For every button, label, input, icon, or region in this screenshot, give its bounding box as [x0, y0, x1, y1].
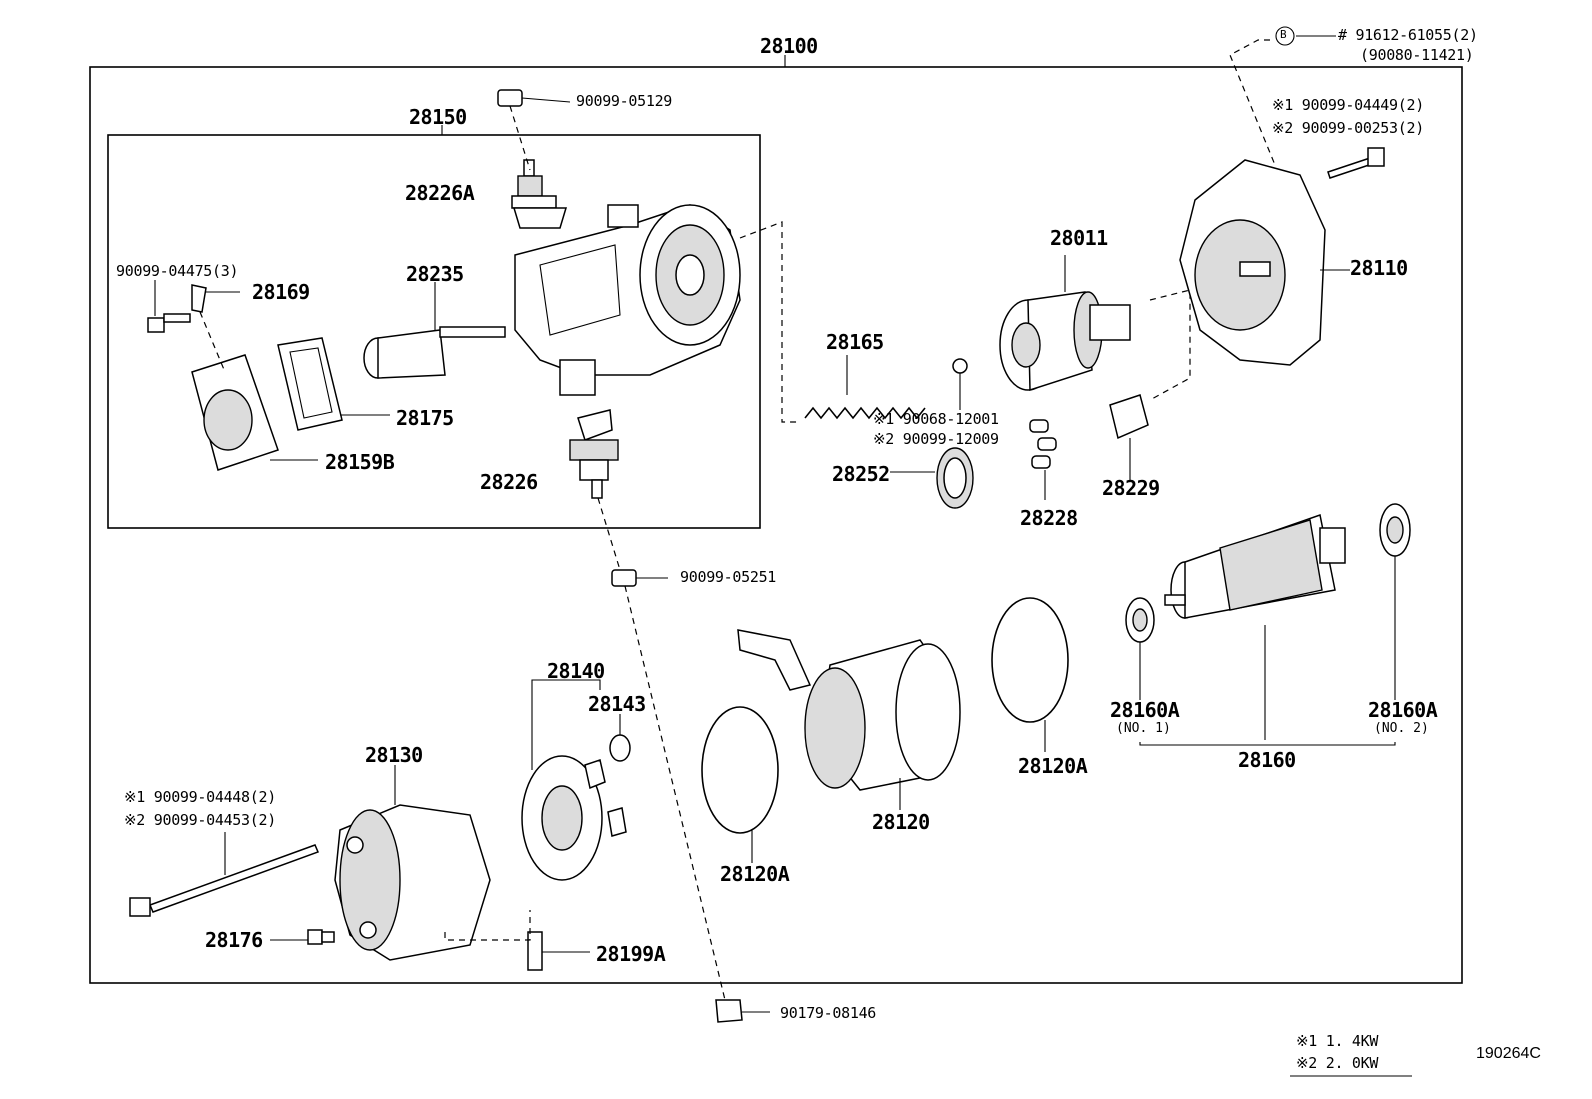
- solenoid-housing-drawing: [514, 204, 741, 396]
- clutch-28011-drawing: [999, 255, 1131, 392]
- ref-top-right-1: # 91612-61055(2): [1338, 26, 1478, 44]
- ref-top-right-2: (90080-11421): [1360, 46, 1474, 64]
- assembly-28100-label: 28100: [760, 34, 818, 58]
- part-28228-label: 28228: [1020, 506, 1078, 530]
- ref-bolt-28110-2: ※2 90099-00253(2): [1272, 119, 1424, 137]
- cover-28159B-drawing: [191, 354, 318, 471]
- retainer-28229-drawing: [1109, 289, 1191, 480]
- ref-ball-1: ※1 90068-12001: [873, 410, 999, 428]
- steel-ball-drawing: [952, 358, 968, 410]
- o-ring-28120A-left-drawing: [701, 706, 779, 863]
- bearing-28160A-no2-drawing: [1379, 503, 1411, 700]
- part-28165-label: 28165: [826, 330, 884, 354]
- part-28160A-no2-label: 28160A: [1368, 698, 1438, 722]
- part-90099-05251-label: 90099-05251: [680, 568, 777, 586]
- rollers-28228-drawing: [1029, 419, 1057, 500]
- part-28120-label: 28120: [872, 810, 930, 834]
- ref-through-bolt-2: ※2 90099-04453(2): [124, 811, 276, 829]
- legend-row-2: ※2 2. 0KW: [1296, 1054, 1379, 1072]
- part-28176-label: 28176: [205, 928, 263, 952]
- end-frame-28130-drawing: [334, 765, 491, 961]
- legend-row-1: ※1 1. 4KW: [1296, 1032, 1379, 1050]
- part-28169-label: 28169: [252, 280, 310, 304]
- part-28140-label: 28140: [547, 659, 605, 683]
- part-28160A-no1-sub: (NO. 1): [1116, 721, 1171, 736]
- spring-28165-drawing: [804, 355, 926, 420]
- bolt-28110-drawing: [1229, 39, 1385, 179]
- screw-28176-drawing: [270, 929, 335, 945]
- starter-housing-28110-drawing: [1179, 159, 1350, 366]
- o-ring-28120A-right-drawing: [991, 597, 1069, 752]
- plug-28199A-drawing: [444, 910, 590, 971]
- yoke-28120-drawing: [737, 629, 961, 810]
- part-28011-label: 28011: [1050, 226, 1108, 250]
- through-bolt-drawing: [129, 832, 320, 917]
- assembly-frame-28100: [89, 55, 1463, 984]
- part-28130-label: 28130: [365, 743, 423, 767]
- part-28159B-label: 28159B: [325, 450, 395, 474]
- armature-28160-drawing: [1164, 514, 1346, 740]
- terminal-28226-drawing: [569, 409, 621, 571]
- ref-circle-B: B: [1280, 28, 1287, 41]
- subassembly-frame-28150: [107, 125, 761, 529]
- bolt-90099-04475-drawing: [147, 280, 240, 373]
- ref-through-bolt-1: ※1 90099-04448(2): [124, 788, 276, 806]
- idler-gear-28252-drawing: [890, 447, 974, 509]
- part-28110-label: 28110: [1350, 256, 1408, 280]
- terminal-28226A-drawing: [511, 159, 568, 229]
- gasket-28175-drawing: [277, 337, 390, 431]
- ref-ball-2: ※2 90099-12009: [873, 430, 999, 448]
- part-28160-label: 28160: [1238, 748, 1296, 772]
- brush-spring-28143-drawing: [609, 714, 631, 762]
- part-28175-label: 28175: [396, 406, 454, 430]
- part-28120A-right-label: 28120A: [1018, 754, 1088, 778]
- part-28226-label: 28226: [480, 470, 538, 494]
- nut-90099-05251-drawing: [611, 569, 726, 1001]
- figure-id: 190264C: [1476, 1045, 1541, 1062]
- part-28226A-label: 28226A: [405, 181, 475, 205]
- subassembly-28150-label: 28150: [409, 105, 467, 129]
- part-28252-label: 28252: [832, 462, 890, 486]
- part-90099-04475-label: 90099-04475(3): [116, 262, 239, 280]
- part-28199A-label: 28199A: [596, 942, 666, 966]
- part-28229-label: 28229: [1102, 476, 1160, 500]
- nut-90179-08146-drawing: [715, 999, 770, 1023]
- nut-90099-05129-drawing: [497, 89, 571, 171]
- part-90099-05129-label: 90099-05129: [576, 92, 673, 110]
- ref-bolt-28110-1: ※1 90099-04449(2): [1272, 96, 1424, 114]
- plunger-28235-drawing: [363, 282, 506, 379]
- bearing-28160A-no1-drawing: [1125, 597, 1155, 700]
- part-28160A-no1-label: 28160A: [1110, 698, 1180, 722]
- brush-holder-28140-drawing: [521, 679, 627, 881]
- part-28235-label: 28235: [406, 262, 464, 286]
- part-90179-08146-label: 90179-08146: [780, 1004, 877, 1022]
- part-28120A-left-label: 28120A: [720, 862, 790, 886]
- part-28160A-no2-sub: (NO. 2): [1374, 721, 1429, 736]
- part-28143-label: 28143: [588, 692, 646, 716]
